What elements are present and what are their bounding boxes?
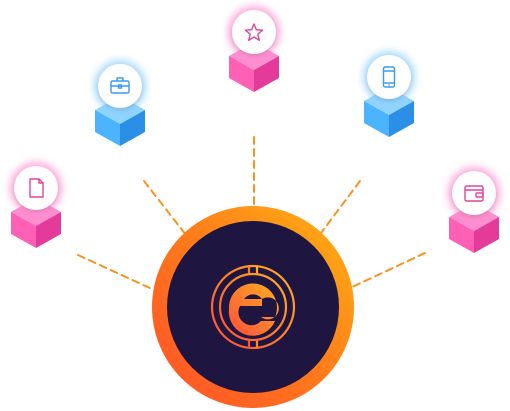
connector-line-document	[77, 254, 153, 290]
cube-left-face	[449, 217, 474, 253]
cube-left-face	[95, 110, 120, 146]
node-document	[10, 162, 62, 248]
cube-right-face	[36, 212, 61, 248]
logo-e-glyph	[228, 283, 279, 336]
cube-right-face	[389, 101, 414, 137]
node-briefcase	[94, 60, 146, 146]
cube-right-face	[254, 56, 279, 92]
logo-coin-notches	[247, 266, 259, 348]
connector-lines	[77, 136, 426, 290]
central-hub	[152, 206, 354, 408]
cube-left-face	[229, 56, 254, 92]
node-mobile	[363, 51, 415, 137]
logo-inner-ring	[218, 272, 288, 342]
node-bubble-wallet	[452, 171, 496, 215]
connector-line-mobile	[317, 180, 361, 238]
cube-right-face	[120, 110, 145, 146]
node-wallet	[448, 167, 500, 253]
document-icon	[29, 178, 44, 198]
cube-left-face	[364, 101, 389, 137]
node-star	[228, 6, 280, 92]
cube-right-face	[474, 217, 499, 253]
star-icon	[244, 23, 264, 41]
briefcase-icon	[110, 77, 130, 94]
node-bubble-star	[232, 10, 276, 54]
connector-line-wallet	[349, 252, 426, 289]
hub-center-disc	[167, 221, 339, 393]
coin-e-logo-icon	[210, 264, 296, 350]
cube-left-face	[11, 212, 36, 248]
logo-coin-ring	[210, 264, 296, 350]
node-bubble-mobile	[367, 55, 411, 99]
connector-line-briefcase	[143, 180, 187, 236]
mobile-phone-icon	[382, 66, 396, 88]
node-bubble-document	[14, 166, 58, 210]
wallet-icon	[464, 185, 484, 202]
feature-nodes	[10, 6, 500, 253]
